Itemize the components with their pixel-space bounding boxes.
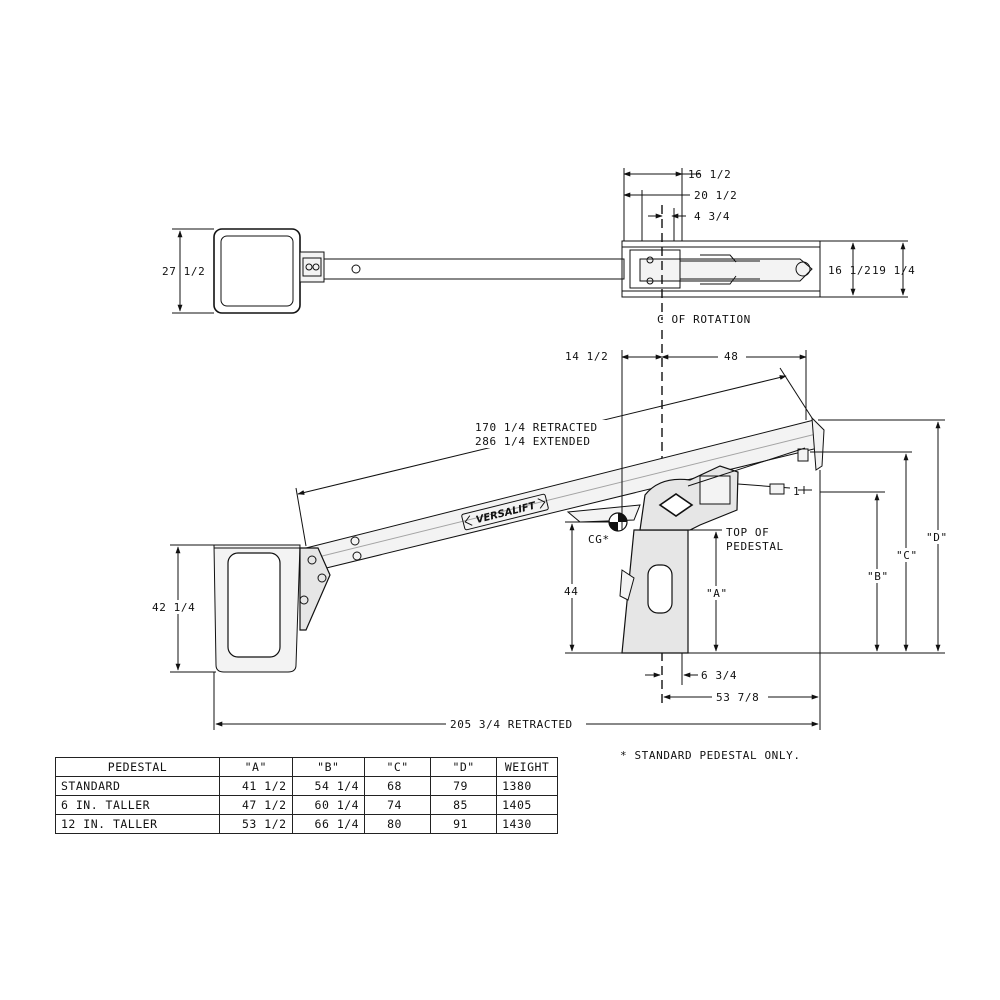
table-header-row: PEDESTAL "A" "B" "C" "D" WEIGHT [55, 757, 559, 777]
boom-extended-label: 286 1/4 EXTENDED [475, 435, 591, 448]
dim-a: "A" [706, 587, 728, 600]
cell-weight: 1430 [496, 814, 559, 834]
boom-retracted-label: 170 1/4 RETRACTED [475, 421, 598, 434]
top-boom [323, 258, 625, 280]
cell-pedestal: 12 IN. TALLER [55, 814, 220, 834]
header-pedestal: PEDESTAL [55, 757, 220, 777]
dim-42-1-4: 42 1/4 [152, 601, 195, 614]
cell-weight: 1380 [496, 776, 559, 796]
cell-a: 53 1/2 [219, 814, 293, 834]
cell-b: 54 1/4 [291, 776, 366, 796]
dim-20-1-2: 20 1/2 [694, 189, 737, 202]
cell-a: 47 1/2 [219, 795, 293, 815]
cg-label: CG* [588, 533, 610, 546]
cell-pedestal: 6 IN. TALLER [55, 795, 220, 815]
cell-d: 85 [430, 795, 498, 815]
top-view [172, 168, 908, 320]
cell-c: 68 [364, 776, 432, 796]
table-row: STANDARD 41 1/2 54 1/4 68 79 1380 [55, 776, 559, 796]
header-b: "B" [291, 757, 366, 777]
pedestal-table: PEDESTAL "A" "B" "C" "D" WEIGHT STANDARD… [55, 757, 559, 834]
header-c: "C" [364, 757, 432, 777]
top-of-pedestal-line2: PEDESTAL [726, 540, 784, 553]
table-row: 6 IN. TALLER 47 1/2 60 1/4 74 85 1405 [55, 795, 559, 815]
top-basket [213, 228, 301, 314]
top-of-pedestal-line1: TOP OF [726, 526, 769, 539]
cell-b: 66 1/4 [291, 814, 366, 834]
cell-d: 79 [430, 776, 498, 796]
side-view: VERSALIFT [170, 330, 945, 730]
dim-48: 48 [724, 350, 738, 363]
cell-c: 74 [364, 795, 432, 815]
dim-c: "C" [896, 549, 918, 562]
basket-bracket [299, 547, 331, 631]
dim-d: "D" [926, 531, 948, 544]
header-weight: WEIGHT [496, 757, 559, 777]
dim-19-1-4: 19 1/4 [872, 264, 915, 277]
cell-weight: 1405 [496, 795, 559, 815]
header-d: "D" [430, 757, 498, 777]
dim-205-3-4: 205 3/4 RETRACTED [450, 718, 573, 731]
header-a: "A" [219, 757, 293, 777]
dim-6-3-4: 6 3/4 [701, 669, 737, 682]
logo-diamond [658, 493, 694, 517]
cell-d: 91 [430, 814, 498, 834]
top-turret [621, 240, 821, 298]
table-row: 12 IN. TALLER 53 1/2 66 1/4 80 91 1430 [55, 814, 559, 834]
rotation-label: C OF ROTATION [657, 313, 751, 326]
footnote: * STANDARD PEDESTAL ONLY. [620, 749, 801, 762]
cell-b: 60 1/4 [291, 795, 366, 815]
dim-1: 1 [793, 485, 800, 498]
dim-14-1-2: 14 1/2 [565, 350, 608, 363]
dim-16-1-2-top: 16 1/2 [688, 168, 731, 181]
cell-c: 80 [364, 814, 432, 834]
cell-a: 41 1/2 [219, 776, 293, 796]
dim-44: 44 [564, 585, 578, 598]
dim-b: "B" [867, 570, 889, 583]
dim-53-7-8: 53 7/8 [716, 691, 759, 704]
cell-pedestal: STANDARD [55, 776, 220, 796]
dim-27-1-2: 27 1/2 [162, 265, 205, 278]
dim-16-1-2-side: 16 1/2 [828, 264, 871, 277]
dim-4-3-4: 4 3/4 [694, 210, 730, 223]
